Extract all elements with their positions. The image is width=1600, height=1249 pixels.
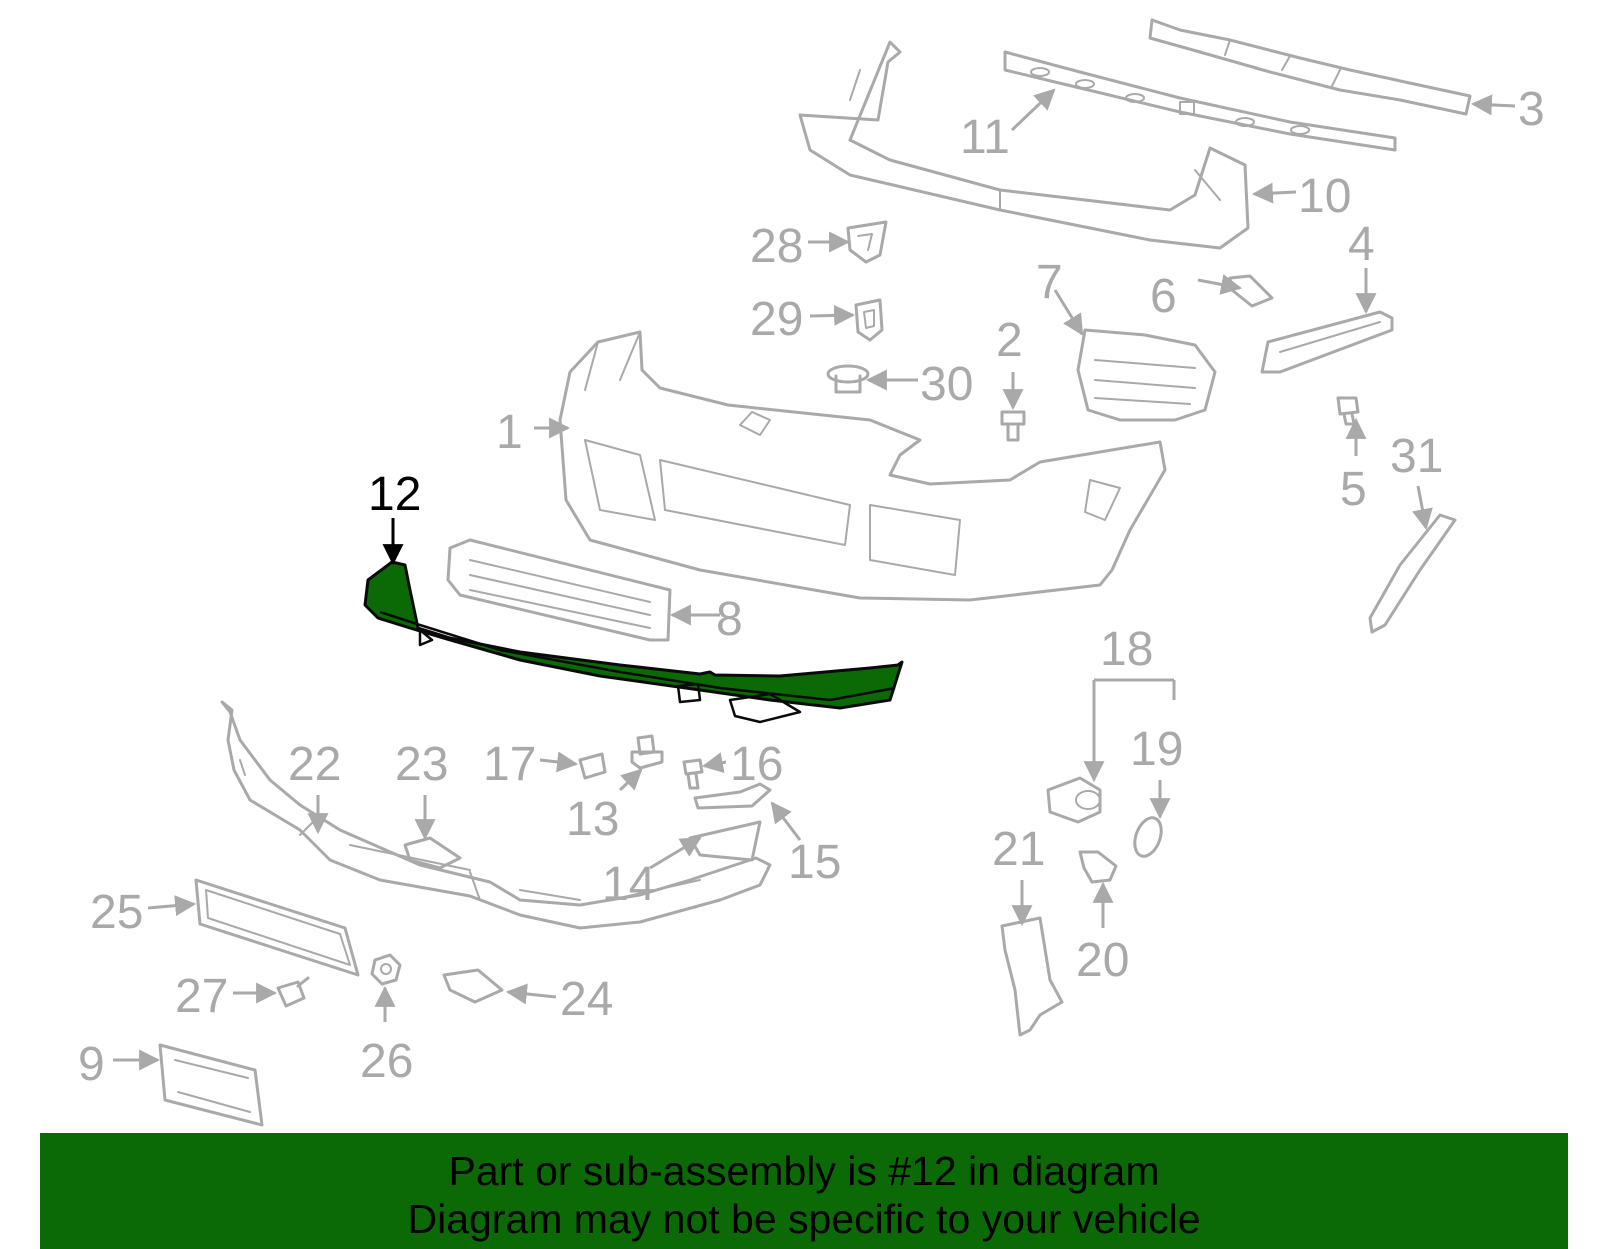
label-28: 28 (750, 220, 803, 273)
part-9-license-bracket (158, 1043, 264, 1127)
banner-part-notice: Part or sub-assembly is #12 in diagram (448, 1148, 1160, 1194)
label-22: 22 (288, 738, 341, 791)
callout-labels: 3 11 10 28 4 7 6 29 2 30 1 31 5 12 8 18 … (78, 83, 1545, 1091)
part-25-plate-frame (194, 878, 360, 977)
part-3-trim-strip (1148, 18, 1472, 116)
label-3: 3 (1518, 83, 1545, 136)
label-18: 18 (1100, 623, 1153, 676)
part-8-lower-grille (446, 538, 672, 642)
label-29: 29 (750, 293, 803, 346)
label-17: 17 (483, 738, 536, 791)
label-16: 16 (730, 738, 783, 791)
label-1: 1 (496, 406, 523, 459)
label-10: 10 (1298, 170, 1351, 223)
label-13: 13 (566, 793, 619, 846)
part-29-clip (854, 298, 884, 342)
label-11: 11 (960, 111, 1010, 164)
part-24-bracket (442, 968, 504, 1004)
part-28-badge-clip (846, 220, 888, 264)
part-12-lower-spoiler (363, 560, 904, 724)
label-23: 23 (395, 738, 448, 791)
part-13-fastener (630, 734, 664, 770)
part-15-bracket (693, 782, 772, 810)
part-21-bracket (1000, 916, 1064, 1037)
label-7: 7 (1036, 256, 1063, 309)
part-1-bumper-cover (558, 330, 1167, 602)
label-6: 6 (1150, 270, 1177, 323)
label-25: 25 (90, 886, 143, 939)
label-15: 15 (788, 836, 841, 889)
label-4: 4 (1348, 218, 1375, 271)
part-6-clip (1228, 274, 1274, 308)
banner-disclaimer: Diagram may not be specific to your vehi… (407, 1196, 1201, 1242)
leader-lines (113, 88, 1516, 1071)
label-21: 21 (992, 823, 1045, 876)
part-18-sensor (1046, 776, 1102, 824)
part-19-ring (1133, 816, 1163, 858)
part-22-lower-carrier (220, 700, 772, 930)
label-14: 14 (602, 858, 655, 911)
label-26: 26 (360, 1035, 413, 1088)
label-31: 31 (1390, 430, 1443, 483)
part-11-bracket (1003, 50, 1397, 152)
label-19: 19 (1130, 723, 1183, 776)
part-17-clip (578, 752, 607, 780)
part-26-nut (370, 953, 402, 986)
part-31-side-molding (1368, 513, 1457, 634)
label-27: 27 (175, 970, 228, 1023)
part-10-impact-bar (798, 40, 1250, 250)
label-30: 30 (920, 358, 973, 411)
part-20-sensor-holder (1078, 850, 1118, 884)
label-8: 8 (716, 593, 743, 646)
part-30-push-nut (826, 364, 870, 394)
part-16-screw (682, 758, 704, 790)
label-5: 5 (1340, 463, 1367, 516)
label-12: 12 (368, 468, 421, 521)
label-9: 9 (78, 1038, 105, 1091)
part-2-screw (1000, 410, 1026, 442)
label-2: 2 (996, 314, 1023, 367)
part-4-side-bracket (1260, 310, 1394, 374)
label-24: 24 (560, 973, 613, 1026)
info-banner: Part or sub-assembly is #12 in diagram D… (40, 1133, 1568, 1249)
part-14-bracket (688, 820, 762, 862)
part-27-screw (276, 976, 310, 1008)
label-20: 20 (1076, 934, 1129, 987)
part-7-side-grille (1076, 328, 1217, 422)
